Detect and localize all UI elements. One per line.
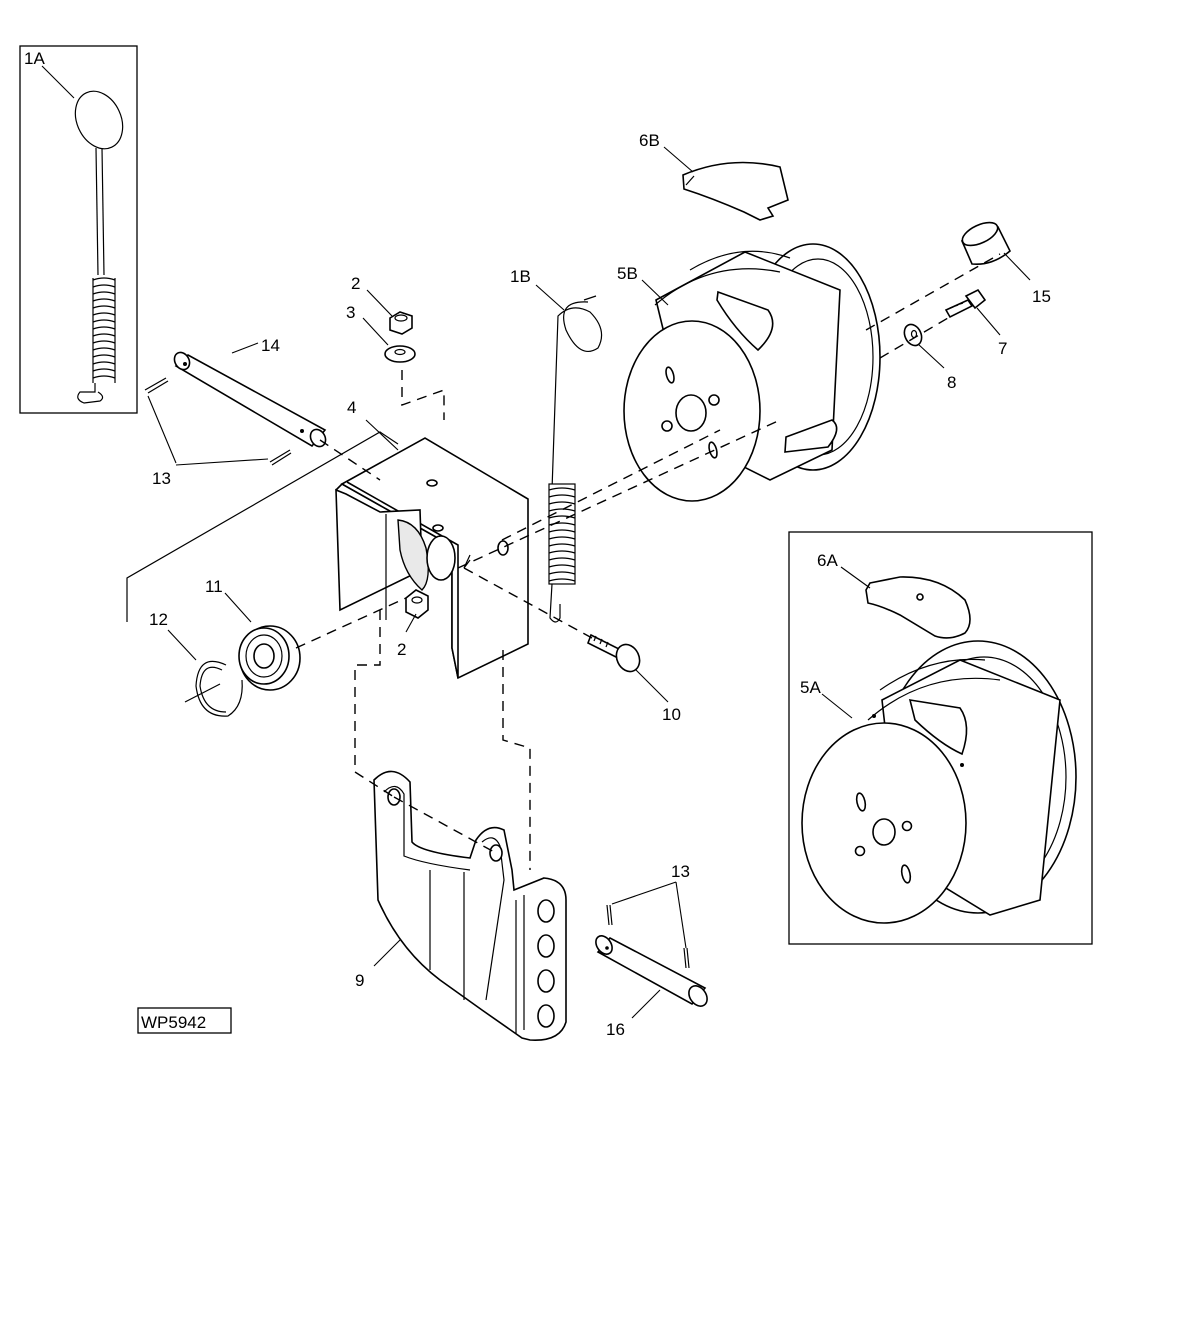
label-14: 14 [261, 336, 280, 355]
inset-box-5A-6A [788, 531, 1093, 945]
label-6B: 6B [639, 131, 660, 150]
bearing-11 [238, 625, 301, 691]
inset-box-1A [19, 45, 138, 414]
label-3: 3 [346, 303, 355, 322]
label-11: 11 [205, 577, 223, 596]
cotter-pin-13-upper-b [269, 449, 292, 466]
bushing-15 [960, 221, 1011, 266]
washer-8 [903, 323, 923, 347]
label-16: 16 [606, 1020, 625, 1039]
label-5B: 5B [617, 264, 638, 283]
wheel-hub-5A [801, 640, 1077, 924]
label-6A: 6A [817, 551, 838, 570]
label-4: 4 [347, 398, 356, 417]
washer-3 [384, 345, 416, 363]
handle-spring-1A [74, 90, 124, 404]
label-8: 8 [947, 373, 956, 392]
wheel-hub-5B [623, 243, 881, 502]
label-5A: 5A [800, 678, 821, 697]
label-2-bottom: 2 [397, 640, 406, 659]
nut-2-bottom [405, 589, 429, 619]
label-2-top: 2 [351, 274, 360, 293]
bolt-7 [944, 288, 987, 319]
pin-14 [173, 351, 327, 448]
label-12: 12 [149, 610, 168, 629]
label-1B: 1B [510, 267, 531, 286]
cotter-pin-13-upper-a [144, 377, 169, 394]
spring-1B [548, 295, 603, 623]
cotter-pin-13-lower-b [683, 947, 690, 969]
lift-arm-9 [373, 770, 567, 1041]
bracket-4 [335, 437, 529, 680]
label-15: 15 [1032, 287, 1051, 306]
label-9: 9 [355, 971, 364, 990]
label-13-lower: 13 [671, 862, 690, 881]
figure-id-box [137, 1007, 232, 1034]
figure-id: WP5942 [141, 1013, 206, 1032]
cotter-pin-13-lower-a [606, 904, 613, 926]
cover-plate-6A [865, 576, 971, 639]
label-7: 7 [998, 339, 1007, 358]
pin-16 [595, 935, 708, 1007]
assembly-lines [126, 253, 1001, 870]
cover-plate-6B [682, 161, 789, 221]
label-1A: 1A [24, 49, 45, 68]
snap-ring-12 [195, 660, 243, 717]
label-10: 10 [662, 705, 681, 724]
nut-2-top [389, 311, 413, 335]
clevis-pin-10 [586, 633, 641, 673]
label-13-upper: 13 [152, 469, 171, 488]
